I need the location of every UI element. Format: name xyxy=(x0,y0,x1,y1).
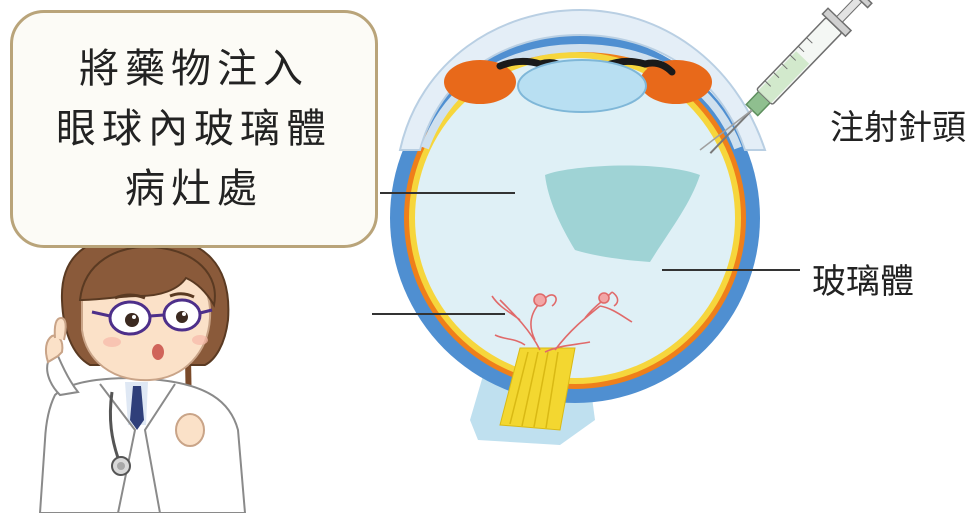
ciliary-body-right xyxy=(640,60,712,104)
cornea xyxy=(398,8,767,151)
retinal-vessels xyxy=(491,291,633,353)
doctor-illustration xyxy=(38,233,247,513)
lesion xyxy=(545,165,700,262)
eye-cross-section xyxy=(390,8,767,445)
callout-line-3: 病灶處 xyxy=(125,166,263,212)
needle-label: 注射針頭 xyxy=(830,108,966,148)
vitreous-label: 玻璃體 xyxy=(812,262,914,302)
callout-bubble: 將藥物注入 眼球內玻璃體 病灶處 xyxy=(10,10,378,248)
iris-right xyxy=(601,57,676,76)
callout-line-2: 眼球內玻璃體 xyxy=(56,106,332,152)
syringe-icon xyxy=(709,0,873,154)
lens xyxy=(517,59,647,113)
callout-line-1: 將藥物注入 xyxy=(79,46,309,92)
ciliary-body-left xyxy=(444,60,516,104)
needle-path xyxy=(699,109,753,151)
